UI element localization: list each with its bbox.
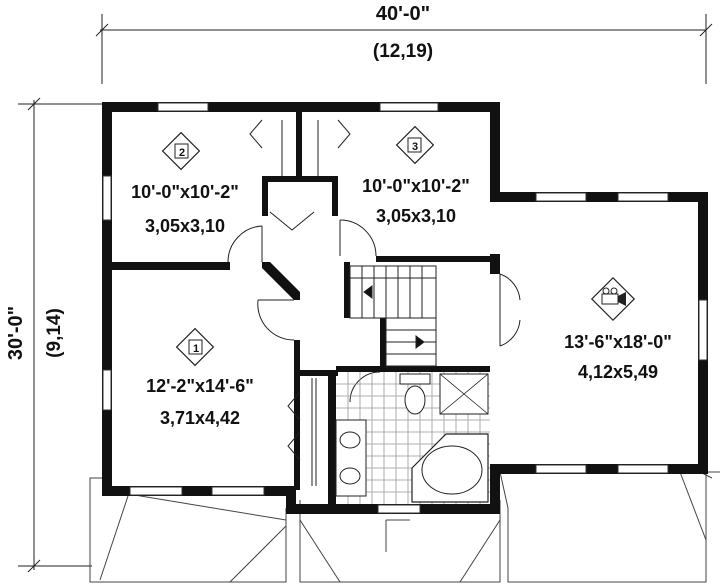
overall-width-imperial: 40'-0"	[376, 3, 430, 25]
room-number: 1	[193, 343, 199, 355]
bathroom	[335, 372, 490, 504]
projector-icon	[590, 276, 636, 322]
bedroom-icon	[175, 327, 215, 367]
room-number: 2	[179, 147, 185, 159]
doors	[227, 119, 521, 486]
sink-icon	[339, 431, 361, 449]
toilet-icon	[404, 385, 426, 415]
room-size-metric: 3,05x3,10	[376, 206, 456, 226]
overall-depth-imperial: 30'-0"	[5, 306, 27, 360]
windows	[102, 102, 708, 514]
staircase	[349, 265, 437, 367]
room-size-imperial: 12'-2"x14'-6"	[146, 376, 254, 396]
room-size-metric: 4,12x5,49	[578, 362, 658, 382]
room-number: 3	[412, 141, 418, 153]
room-size-metric: 3,05x3,10	[145, 216, 225, 236]
vanity	[335, 419, 367, 497]
overall-depth-metric: (9,14)	[44, 308, 65, 358]
room-size-imperial: 13'-6"x18'-0"	[564, 332, 672, 352]
room-bedroom-1: 1 12'-2"x14'-6" 3,71x4,42	[146, 327, 254, 428]
corner-tub	[411, 433, 489, 503]
room-bedroom-2: 2 10'-0"x10'-2" 3,05x3,10	[131, 131, 239, 236]
toilet-tank	[399, 373, 431, 385]
room-size-metric: 3,71x4,42	[160, 408, 240, 428]
sink-icon	[339, 467, 361, 485]
overall-width-metric: (12,19)	[373, 41, 433, 62]
room-bedroom-3: 3 10'-0"x10'-2" 3,05x3,10	[362, 125, 470, 226]
room-size-imperial: 10'-0"x10'-2"	[362, 176, 470, 196]
bedroom-icon	[161, 131, 201, 171]
room-family: 13'-6"x18'-0" 4,12x5,49	[564, 276, 672, 382]
dimension-lines	[18, 14, 713, 573]
room-size-imperial: 10'-0"x10'-2"	[131, 182, 239, 202]
bedroom-icon	[395, 125, 435, 165]
